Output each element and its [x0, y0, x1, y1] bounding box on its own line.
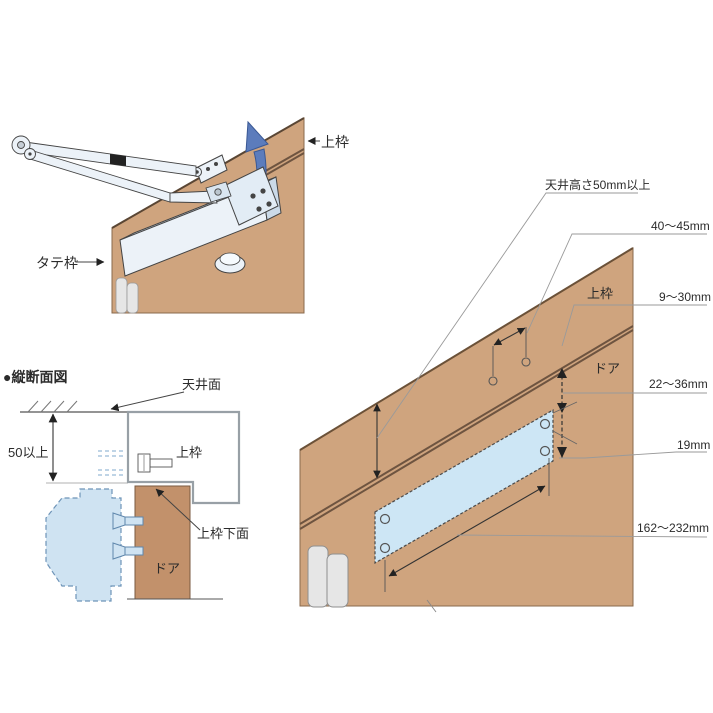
- ceiling-label: 天井面: [182, 377, 221, 392]
- dim-hole-pitch: [492, 327, 527, 376]
- top-frame-groove: [299, 325, 634, 530]
- pivot-pin: [214, 188, 222, 196]
- frame-screw-holes: [488, 357, 531, 386]
- frame-hole: [521, 357, 531, 367]
- vertical-section-diagram: ●縦断面図 天井面 50以上 上枠 ドア: [3, 369, 249, 602]
- installation-dimensions-diagram: 天井高さ50mm以上 40〜45mm 9〜30mm 22〜36mm 19mm 1…: [299, 177, 711, 613]
- top-frame-profile: [126, 410, 241, 505]
- hinge: [307, 545, 349, 608]
- overview-illustration: 上枠 タテ枠: [11, 117, 349, 314]
- top-frame-bottom-label: 上枠下面: [197, 526, 249, 541]
- door-section: [134, 485, 191, 600]
- door-label: ドア: [594, 361, 620, 376]
- dim-hole-pitch-line: [493, 327, 526, 346]
- door-break-tick: [426, 599, 437, 613]
- ext-tick: [552, 401, 578, 414]
- closer-arm: [11, 135, 232, 204]
- frame-clearance-label: 9〜30mm: [659, 290, 711, 304]
- plate-hole: [539, 418, 551, 430]
- leader-hole-gap: [559, 451, 707, 459]
- section-title: ●縦断面図: [3, 369, 67, 385]
- hinge: [115, 277, 139, 314]
- leader-frame-clearance: [561, 304, 707, 347]
- door-and-frame-panel: [299, 247, 634, 607]
- dim-plate-length: [388, 485, 546, 577]
- forearm-joint-band: [110, 154, 126, 166]
- hole-pitch-label: 40〜45mm: [651, 219, 710, 233]
- leader-plate-length: [456, 534, 708, 538]
- plate-length-label: 162〜232mm: [637, 521, 709, 535]
- door-label: ドア: [154, 561, 180, 576]
- hidden-bracket-lines: [98, 450, 126, 476]
- hole-gap-label: 19mm: [677, 438, 710, 452]
- leader-hole-pitch: [526, 233, 707, 334]
- dim-arrow-up: [557, 368, 567, 378]
- plate-clearance-label: 22〜36mm: [649, 377, 708, 391]
- frame-bolt: [137, 453, 173, 473]
- dim-arrow-down: [557, 403, 567, 413]
- plate-hole: [539, 445, 551, 457]
- ceiling-hatching: [27, 400, 78, 413]
- dim-plate-length-ext: [384, 458, 550, 592]
- top-frame-label: 上枠: [587, 286, 613, 301]
- leader-ceiling: [110, 391, 185, 412]
- arm-link: [169, 190, 218, 204]
- leader-top-frame-bottom: [155, 488, 201, 531]
- top-frame-label: 上枠: [176, 445, 202, 460]
- door-bolts: [112, 512, 144, 560]
- dim-arrow-down: [557, 447, 567, 458]
- vertical-frame-label: タテ枠: [36, 255, 78, 271]
- leader-ceiling-height: [376, 192, 638, 439]
- frame-hole: [488, 376, 498, 386]
- ceiling-height-label: 天井高さ50mm以上: [545, 177, 650, 192]
- panel-top-edge: [299, 247, 634, 451]
- min-height-label: 50以上: [8, 445, 48, 460]
- top-frame-label: 上枠: [321, 134, 349, 150]
- mounting-bracket: [223, 166, 279, 226]
- ext-tick: [552, 430, 578, 445]
- closer-phantom: [45, 488, 122, 602]
